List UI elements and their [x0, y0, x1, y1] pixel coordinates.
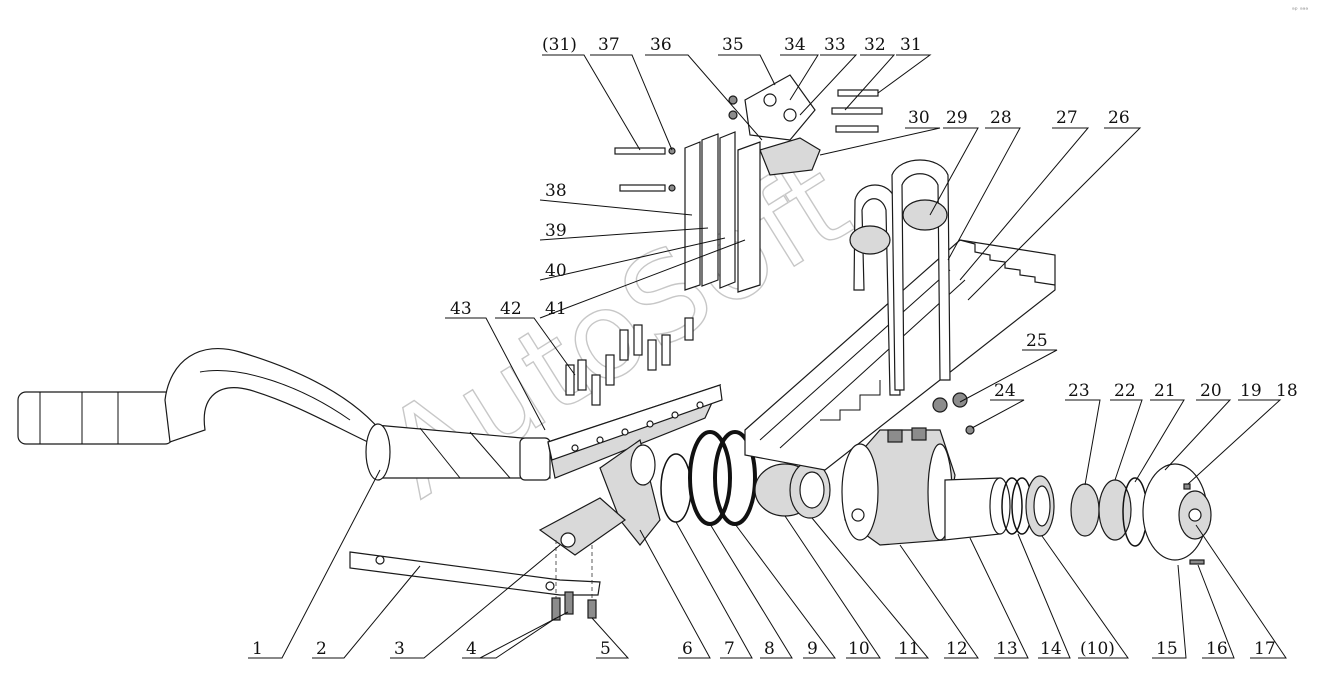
part-shaft-assembly: [944, 425, 1055, 541]
callout-41: 41: [545, 299, 567, 319]
callout-10-paren: (10): [1080, 639, 1115, 659]
callout-1: 1: [252, 639, 263, 659]
callout-38: 38: [545, 181, 567, 201]
callout-22: 22: [1114, 381, 1136, 401]
callout-24: 24: [994, 381, 1016, 401]
callout-31-paren: (31): [542, 35, 577, 55]
callout-37: 37: [598, 35, 620, 55]
callout-3: 3: [394, 639, 405, 659]
callout-20: 20: [1200, 381, 1222, 401]
callout-9: 9: [807, 639, 818, 659]
part-u-bolts: [849, 159, 968, 413]
callout-31: 31: [900, 35, 922, 55]
callout-labels-bottom: 1 2 3 4 5 6 7 8 9 10 11 12 13 14 (10) 15…: [252, 639, 1276, 659]
callout-25: 25: [1026, 331, 1048, 351]
callout-30: 30: [908, 108, 930, 128]
callout-26: 26: [1108, 108, 1130, 128]
corner-mark: ᵃᵖ ᵃᵃᵃ: [1292, 6, 1308, 14]
callout-labels-left: 38 39 40 41 43 42: [450, 181, 567, 319]
callout-7: 7: [724, 639, 735, 659]
part-shim-plates: [614, 131, 761, 293]
callout-28: 28: [990, 108, 1012, 128]
callout-36: 36: [650, 35, 672, 55]
callout-labels-top: (31) 37 36 35 34 33 32 31 30 29 28 27 26: [542, 35, 1130, 128]
callout-11: 11: [898, 639, 920, 659]
part-hub-cap-assembly: [1070, 463, 1212, 565]
part-lower-bracket: [349, 497, 626, 621]
callout-23: 23: [1068, 381, 1090, 401]
callout-8: 8: [764, 639, 775, 659]
part-axle-beam: [17, 347, 551, 481]
callout-40: 40: [545, 261, 567, 281]
callout-34: 34: [784, 35, 806, 55]
leader-lines: [248, 54, 1287, 659]
callout-39: 39: [545, 221, 567, 241]
callout-33: 33: [824, 35, 846, 55]
callout-29: 29: [946, 108, 968, 128]
callout-12: 12: [946, 639, 968, 659]
callout-17: 17: [1254, 639, 1276, 659]
callout-32: 32: [864, 35, 886, 55]
callout-10: 10: [848, 639, 870, 659]
callout-2: 2: [316, 639, 327, 659]
callout-labels-right: 25 24 23 22 21 20 19 18: [994, 331, 1298, 401]
callout-6: 6: [682, 639, 693, 659]
callout-13: 13: [996, 639, 1018, 659]
callout-27: 27: [1056, 108, 1078, 128]
callout-43: 43: [450, 299, 472, 319]
callout-14: 14: [1040, 639, 1062, 659]
part-hub-carrier: [841, 427, 956, 546]
callout-4: 4: [466, 639, 477, 659]
callout-35: 35: [722, 35, 744, 55]
callout-16: 16: [1206, 639, 1228, 659]
callout-5: 5: [600, 639, 611, 659]
part-mounting-plate: [547, 317, 723, 546]
callout-15: 15: [1156, 639, 1178, 659]
callout-19: 19: [1240, 381, 1262, 401]
callout-42: 42: [500, 299, 522, 319]
callout-18: 18: [1276, 381, 1298, 401]
callout-21: 21: [1154, 381, 1176, 401]
